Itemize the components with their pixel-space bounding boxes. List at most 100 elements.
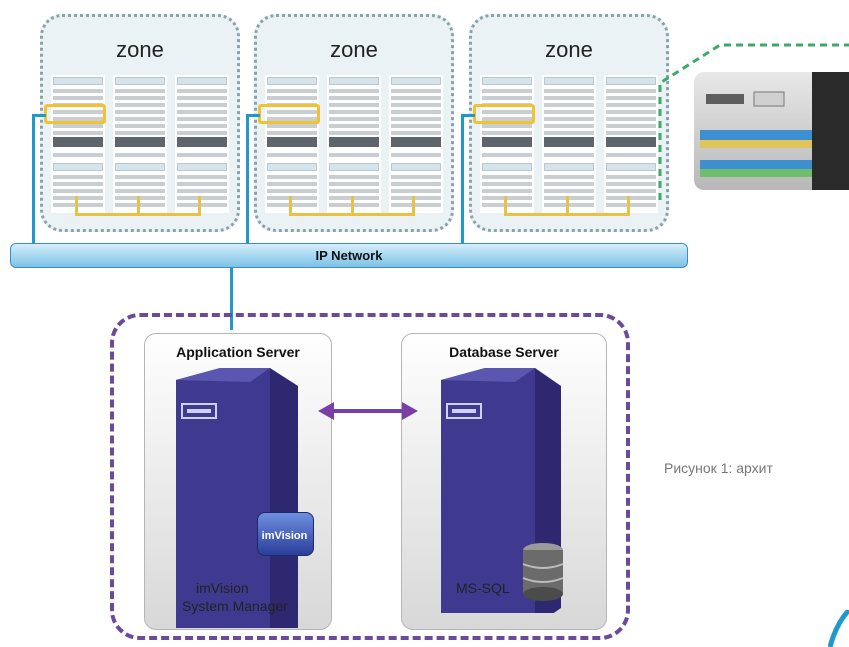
rack-unit (267, 175, 317, 179)
rack-unit (544, 131, 594, 135)
rack-unit (177, 89, 227, 93)
rack-label-strip (544, 163, 594, 171)
rack-unit (115, 96, 165, 100)
rack-unit (329, 189, 379, 193)
double-arrow-icon (318, 402, 418, 420)
rack-unit (177, 182, 227, 186)
rack-unit (482, 110, 532, 114)
rack-unit (115, 196, 165, 200)
rack-unit (267, 89, 317, 93)
rack-unit (606, 96, 656, 100)
rack-unit (329, 103, 379, 107)
rack-unit (115, 131, 165, 135)
rack-label-strip (482, 77, 532, 85)
rack-unit (606, 175, 656, 179)
rack-unit (267, 196, 317, 200)
decorative-accent (828, 610, 849, 647)
rack-unit (544, 89, 594, 93)
rack-label-strip (544, 77, 594, 85)
rack-label-strip (267, 163, 317, 171)
rack-label-strip (115, 163, 165, 171)
rack-unit (53, 203, 103, 207)
rack-unit (53, 175, 103, 179)
rack-unit (391, 175, 441, 179)
inter-rack-link (137, 196, 140, 216)
rack-unit (329, 131, 379, 135)
rack-unit (115, 103, 165, 107)
rack-unit (267, 124, 317, 128)
rack-unit (329, 124, 379, 128)
rack-unit (391, 124, 441, 128)
rack-unit (606, 189, 656, 193)
rack-unit (115, 203, 165, 207)
rack-unit (267, 131, 317, 135)
network-link (461, 114, 464, 244)
rack-switch (53, 137, 103, 147)
rack-label-strip (606, 77, 656, 85)
rack-switch (177, 137, 227, 147)
rack-unit (482, 89, 532, 93)
rack (327, 75, 381, 213)
rack-unit (177, 117, 227, 121)
rack-label-strip (177, 163, 227, 171)
rack-unit (267, 110, 317, 114)
rack (113, 75, 167, 213)
rack-unit (391, 89, 441, 93)
imvision-badge-label: imVision (261, 530, 308, 542)
rack-label-strip (53, 77, 103, 85)
rack-unit (391, 196, 441, 200)
rack-unit (177, 203, 227, 207)
rack-unit (53, 153, 103, 157)
rack-unit (329, 110, 379, 114)
rack-unit (544, 153, 594, 157)
rack-unit (391, 103, 441, 107)
server-tower-icon (176, 368, 298, 628)
rack (175, 75, 229, 213)
rack-unit (544, 182, 594, 186)
patch-highlight (473, 104, 535, 124)
zone-title: zone (545, 37, 593, 62)
database-server-title: Database Server (449, 344, 559, 360)
patch-highlight (44, 104, 106, 124)
rack-unit (329, 96, 379, 100)
rack-unit (115, 117, 165, 121)
rack-unit (267, 182, 317, 186)
rack-unit (115, 182, 165, 186)
rack-unit (177, 189, 227, 193)
ip-network-label: IP Network (315, 248, 383, 263)
database-cylinder-icon (522, 543, 564, 601)
app-label-line1: imVision (196, 580, 249, 596)
rack-unit (606, 203, 656, 207)
rack-unit (115, 189, 165, 193)
rack-unit (606, 124, 656, 128)
rack-unit (329, 89, 379, 93)
rack-unit (606, 117, 656, 121)
rack-unit (544, 110, 594, 114)
rack-unit (115, 110, 165, 114)
zone-1: zone (40, 14, 240, 232)
rack-unit (544, 189, 594, 193)
rack (51, 75, 105, 213)
rack-unit (53, 96, 103, 100)
rack-unit (177, 110, 227, 114)
rack-unit (606, 196, 656, 200)
rack-unit (53, 117, 103, 121)
rack-label-strip (177, 77, 227, 85)
rack-unit (53, 189, 103, 193)
rack-unit (391, 182, 441, 186)
imvision-app-badge (257, 512, 314, 556)
rack-label-strip (329, 163, 379, 171)
rack-unit (267, 153, 317, 157)
rack-unit (53, 196, 103, 200)
rack-label-strip (329, 77, 379, 85)
rack-unit (177, 103, 227, 107)
network-link (461, 114, 475, 117)
rack-switch (606, 137, 656, 147)
rack (604, 75, 658, 213)
rack-switch (544, 137, 594, 147)
rack-unit (482, 153, 532, 157)
rack-switch (267, 137, 317, 147)
rack-unit (177, 124, 227, 128)
server-group (110, 313, 630, 640)
rack-unit (482, 117, 532, 121)
